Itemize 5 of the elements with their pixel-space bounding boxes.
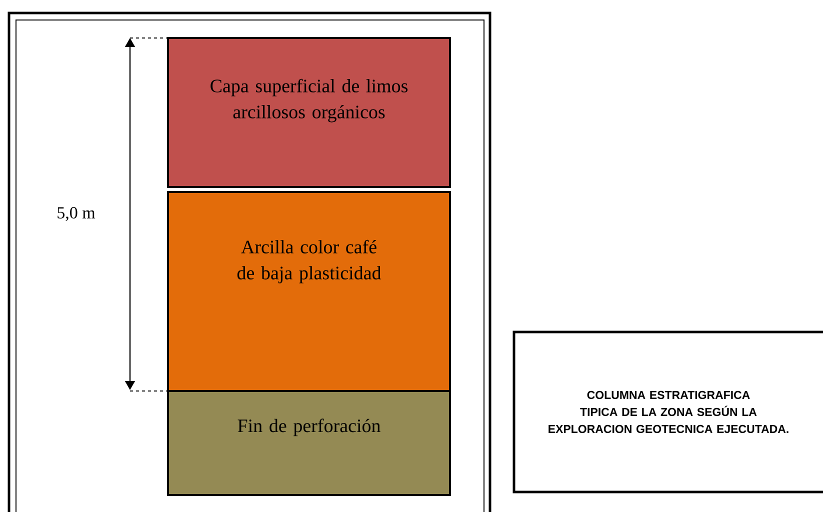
soil-layer-box: Capa superficial de limos arcillosos orgánicos [167,37,451,188]
dimension-label: 5,0 m [58,207,96,221]
soil-layer-box: Arcilla color café de baja plasticidad [167,191,451,392]
soil-layer-box: Fin de perforación [167,390,451,496]
caption-box: COLUMNA ESTRATIGRAFICA TIPICA DE LA ZONA SEGÚN LA EXPLORACION GEOTECNICA EJECUTADA. [512,330,823,494]
